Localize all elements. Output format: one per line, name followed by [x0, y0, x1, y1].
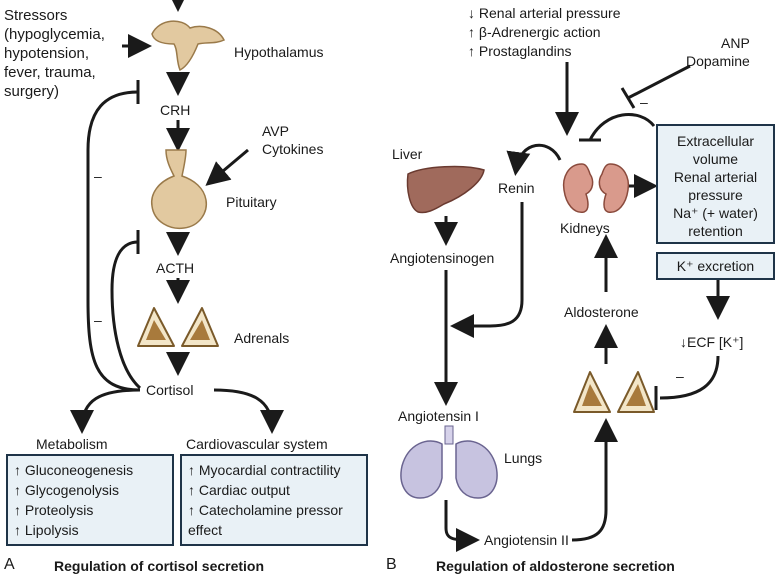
arrow-angiotensin2-to-adrenals	[571, 418, 618, 542]
minus-sign-1: –	[94, 168, 102, 184]
ecf-box-text: Extracellular volume Renal arterial pres…	[673, 133, 758, 239]
stressors-label: Stressors (hypoglycemia, hypotension, fe…	[4, 7, 105, 100]
metabolism-item: ↑ Glycogenolysis	[14, 482, 120, 498]
feedback-cortisol-to-hypothalamus	[86, 90, 141, 392]
adrenal-glands-b-icon	[573, 371, 655, 413]
adrenal-glands-icon	[137, 307, 219, 347]
kidneys-label: Kidneys	[560, 220, 610, 236]
arrow-anp-to-kidneys	[627, 64, 691, 100]
panel-a-letter: A	[4, 556, 15, 573]
metabolism-item: ↑ Lipolysis	[14, 522, 79, 538]
crh-label: CRH	[160, 102, 191, 118]
arrow-renin-to-pathway	[450, 202, 524, 338]
panel-b-caption: Regulation of aldosterone secretion	[436, 558, 675, 574]
aldosterone-label: Aldosterone	[564, 304, 639, 320]
angiotensinogen-label: Angiotensinogen	[390, 250, 495, 266]
cortisol-label: Cortisol	[146, 382, 194, 398]
ecf-box: Extracellular volume Renal arterial pres…	[656, 124, 775, 244]
feedback-cortisol-to-pituitary	[110, 240, 142, 390]
kidneys-icon	[562, 163, 630, 213]
cardiovascular-item: ↑ Catecholamine pressor effect	[188, 502, 343, 538]
avp-cytokines-label: AVP Cytokines	[262, 123, 324, 157]
feedback-ecf-to-kidneys	[588, 113, 656, 141]
metabolism-item: ↑ Gluconeogenesis	[14, 462, 134, 478]
angiotensin-1-label: Angiotensin I	[398, 408, 479, 424]
k-excretion-box: K⁺ excretion	[656, 252, 775, 280]
adrenals-label: Adrenals	[234, 330, 290, 346]
arrow-kidneys-to-renin	[506, 143, 562, 176]
angiotensin-2-label: Angiotensin II	[484, 532, 569, 548]
renin-label: Renin	[498, 180, 535, 196]
arrow-lungs-to-angiotensin2	[444, 500, 480, 552]
pituitary-label: Pituitary	[226, 194, 277, 210]
cardiovascular-box: ↑ Myocardial contractility ↑ Cardiac out…	[180, 454, 368, 546]
lungs-icon	[400, 425, 498, 499]
liver-label: Liver	[392, 146, 423, 162]
minus-sign-2: –	[94, 312, 102, 328]
hypothalamus-label: Hypothalamus	[234, 44, 324, 60]
liver-icon	[406, 165, 485, 214]
metabolism-item: ↑ Proteolysis	[14, 502, 94, 518]
metabolism-title: Metabolism	[36, 436, 108, 452]
arrow-cortisol-to-metabolism	[70, 388, 141, 434]
pituitary-icon	[150, 149, 208, 230]
inhibit-bar-anp	[620, 87, 636, 109]
metabolism-box: ↑ Gluconeogenesis ↑ Glycogenolysis ↑ Pro…	[6, 454, 174, 546]
hypothalamus-icon	[151, 20, 226, 72]
arrow-avp-to-pituitary	[205, 148, 249, 186]
arrow-cortisol-to-cardio	[213, 388, 284, 434]
k-excretion-text: K⁺ excretion	[676, 258, 755, 274]
renin-triggers-label: ↓ Renal arterial pressure ↑ β-Adrenergic…	[468, 5, 621, 59]
feedback-ecf-k-to-adrenals	[659, 355, 720, 400]
minus-sign-anp: –	[640, 94, 648, 110]
cardiovascular-item: ↑ Cardiac output	[188, 482, 290, 498]
cardiovascular-title: Cardiovascular system	[186, 436, 328, 452]
anp-dopamine-label: ANP Dopamine	[686, 35, 750, 69]
cardiovascular-item: ↑ Myocardial contractility	[188, 462, 341, 478]
panel-b-letter: B	[386, 556, 397, 573]
panel-a-caption: Regulation of cortisol secretion	[54, 558, 265, 574]
ecf-k-label: ↓ECF [K⁺]	[680, 334, 744, 350]
lungs-label: Lungs	[504, 450, 543, 466]
minus-sign-k: –	[676, 368, 684, 384]
acth-label: ACTH	[156, 260, 195, 276]
